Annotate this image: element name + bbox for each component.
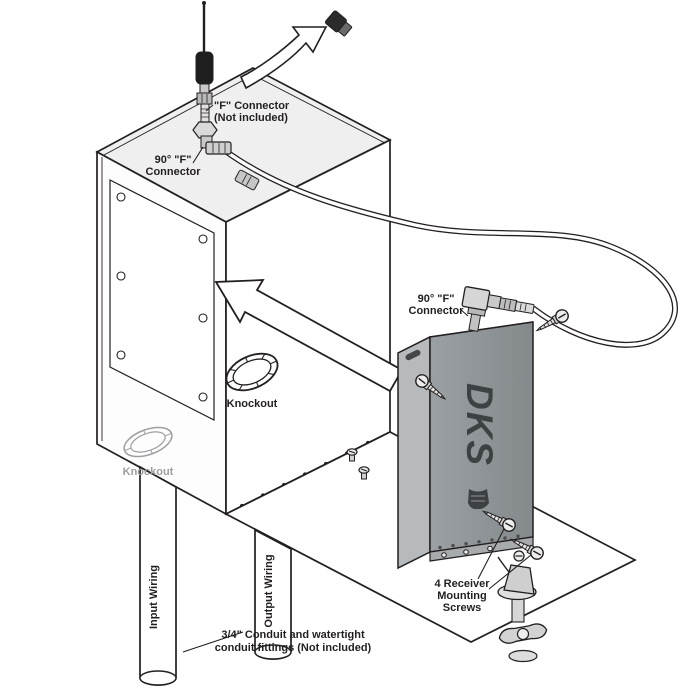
label-knockout-side: Knockout — [227, 398, 278, 410]
gland-locknut — [508, 649, 538, 663]
label-box-elbow-1: 90° "F" — [155, 154, 192, 166]
bulkhead-fitting — [234, 169, 260, 191]
plate-screw — [358, 466, 370, 480]
knockout-hidden — [123, 426, 173, 458]
dks-hand-logo — [468, 489, 489, 510]
label-receiver-elbow-2: Connector — [409, 305, 465, 317]
label-antenna-f-connector-2: (Not included) — [214, 112, 288, 124]
label-input-wiring: Input Wiring — [148, 565, 160, 629]
antenna-nut — [192, 121, 218, 139]
label-mounting-screws-1: 4 Receiver — [434, 578, 490, 590]
f-connector-cap — [324, 10, 353, 37]
receiver-elbow-connector — [461, 286, 535, 332]
input-conduit — [139, 465, 177, 686]
output-conduit — [254, 528, 292, 660]
knockout-boss — [225, 352, 279, 392]
gland-wing-nut — [498, 623, 548, 644]
receiver-brand-text: DKS — [459, 383, 500, 467]
box-elbow-connector — [205, 141, 232, 155]
antenna-base — [195, 51, 214, 85]
antenna-f-connector — [200, 103, 210, 125]
receiver: DKS — [397, 321, 534, 570]
label-receiver-elbow-1: 90° "F" — [418, 293, 455, 305]
label-mounting-screws-2: Mounting — [437, 590, 486, 602]
label-knockout-bottom: Knockout — [123, 466, 174, 478]
receiver-slot — [405, 349, 421, 361]
cable-gland — [497, 550, 537, 623]
label-mounting-screws-3: Screws — [443, 602, 482, 614]
label-conduit-note-2: conduit fittings (Not included) — [215, 642, 372, 654]
label-conduit-note-1: 3/4" Conduit and watertight — [221, 629, 365, 641]
antenna — [192, 1, 260, 191]
label-box-elbow-2: Connector — [146, 166, 202, 178]
enclosure — [95, 67, 392, 516]
receiver-side-face — [397, 335, 431, 570]
terminal-dots — [438, 534, 520, 550]
back-panel — [109, 179, 215, 421]
label-antenna-f-connector-1: "F" Connector — [214, 100, 290, 112]
insert-arrow-icon — [214, 279, 404, 393]
plate-screw — [346, 448, 358, 462]
leader-lines — [182, 104, 532, 653]
label-output-wiring: Output Wiring — [263, 554, 275, 627]
coax-cable — [221, 147, 678, 348]
remove-cap-arrow-icon — [239, 26, 328, 90]
